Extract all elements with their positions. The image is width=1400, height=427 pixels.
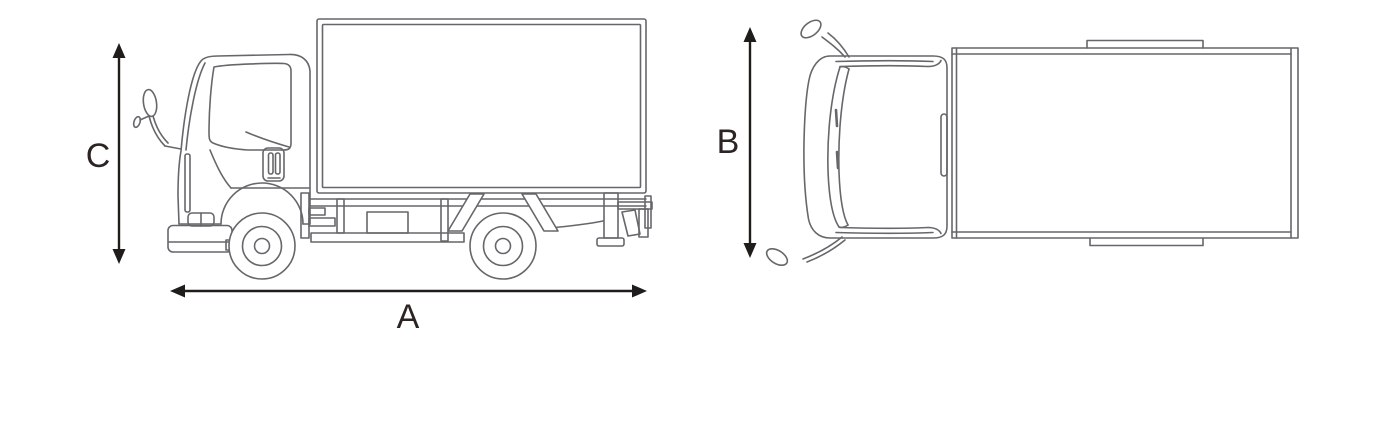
top-mirror-lower xyxy=(764,237,845,269)
cargo-box-top xyxy=(952,41,1298,246)
windshield-line xyxy=(186,63,205,150)
grab-rail xyxy=(185,154,190,212)
cab-side xyxy=(178,54,335,238)
windshield-inner xyxy=(839,69,849,225)
cab-window xyxy=(209,63,291,150)
arrowhead-left-icon xyxy=(170,284,185,298)
roof-tab-top xyxy=(1087,41,1203,49)
length-label: A xyxy=(397,298,420,336)
cab-rear-strip xyxy=(941,114,947,176)
wiper-mark xyxy=(837,152,838,168)
door-seam xyxy=(210,150,231,188)
arrowhead-down-icon xyxy=(743,243,757,258)
side-view: C A xyxy=(86,19,652,336)
truck-top-drawing xyxy=(764,17,1298,269)
rear-underride-guard xyxy=(597,193,652,246)
windshield-outer xyxy=(828,67,840,227)
arrowhead-right-icon xyxy=(632,284,647,298)
truck-side-drawing xyxy=(132,19,652,279)
arrowhead-up-icon xyxy=(112,43,126,58)
height-label: C xyxy=(86,137,111,175)
fuel-tank xyxy=(367,212,408,233)
front-wheel xyxy=(229,213,295,279)
rear-wheel xyxy=(470,213,536,279)
cab-top xyxy=(804,56,947,238)
dimension-length-a: A xyxy=(170,284,647,336)
arrowhead-down-icon xyxy=(112,249,126,264)
side-mirror xyxy=(132,89,181,149)
arrowhead-up-icon xyxy=(743,27,757,42)
width-label: B xyxy=(717,123,740,161)
top-mirror-upper xyxy=(798,17,849,57)
top-view: B xyxy=(717,17,1298,269)
dimension-height-c: C xyxy=(86,43,126,264)
dimension-width-b: B xyxy=(717,27,757,258)
door-handle xyxy=(263,148,284,181)
rear-mud-flaps xyxy=(448,194,558,231)
wiper-mark xyxy=(836,110,837,126)
roof-tab-bottom xyxy=(1090,238,1203,246)
front-wheel-arch xyxy=(221,183,303,224)
cargo-box-side xyxy=(317,19,646,193)
